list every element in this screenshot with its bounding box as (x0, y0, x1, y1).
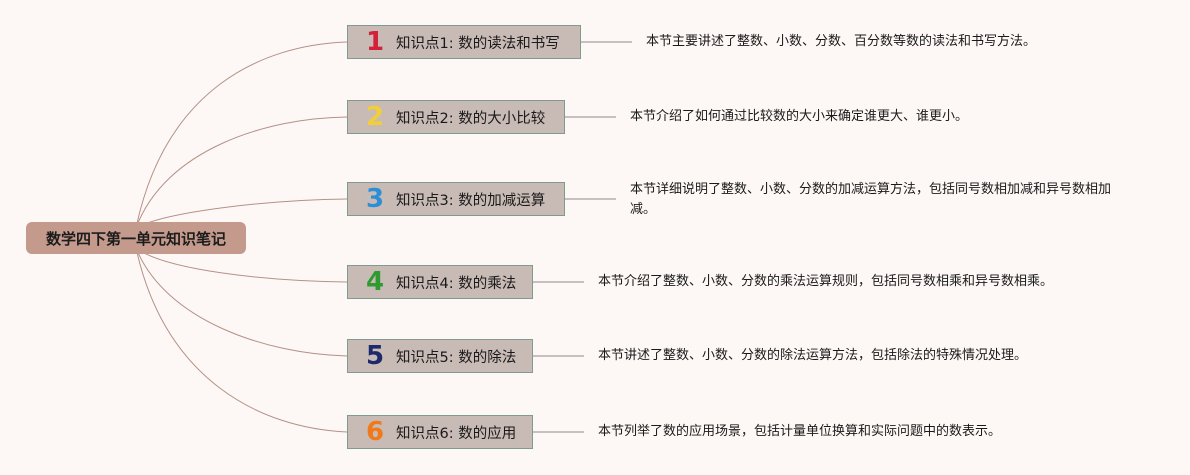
topic-label: 知识点2: 数的大小比较 (396, 110, 546, 127)
root-node[interactable]: 数学四下第一单元知识笔记 (26, 222, 246, 254)
number-4-badge: 4 (365, 267, 385, 297)
topic-label: 知识点5: 数的除法 (396, 349, 517, 366)
topic-node-2[interactable]: 2 知识点2: 数的大小比较 (347, 100, 565, 134)
root-label: 数学四下第一单元知识笔记 (45, 229, 226, 248)
topic-label: 知识点4: 数的乘法 (396, 275, 517, 292)
branch-line-2 (135, 116, 348, 229)
number-1-badge: 1 (365, 27, 385, 57)
topic-node-6[interactable]: 6 知识点6: 数的应用 (347, 415, 533, 449)
topic-description-1: 本节主要讲述了整数、小数、分数、百分数等数的读法和书写方法。 (646, 34, 1037, 49)
branch-line-1 (135, 41, 348, 229)
number-2-badge: 2 (365, 102, 385, 132)
branch-line-6 (135, 247, 348, 433)
topic-description-2: 本节介绍了如何通过比较数的大小来确定谁更大、谁更小。 (630, 109, 969, 124)
topic-description-3: 本节详细说明了整数、小数、分数的加减运算方法，包括同号数相加减和异号数相加减。 (630, 182, 1112, 217)
topic-node-5[interactable]: 5 知识点5: 数的除法 (347, 339, 533, 373)
topic-description-6: 本节列举了数的应用场景，包括计量单位换算和实际问题中的数表示。 (598, 424, 1002, 439)
number-5-badge: 5 (365, 341, 385, 371)
topic-node-3[interactable]: 3 知识点3: 数的加减运算 (347, 182, 565, 216)
branch-line-4 (135, 247, 348, 283)
topic-description-4: 本节介绍了整数、小数、分数的乘法运算规则，包括同号数相乘和异号数相乘。 (598, 274, 1054, 289)
topic-node-1[interactable]: 1 知识点1: 数的读法和书写 (347, 25, 581, 59)
topic-description-5: 本节讲述了整数、小数、分数的除法运算方法，包括除法的特殊情况处理。 (598, 348, 1028, 363)
number-3-badge: 3 (365, 184, 385, 214)
number-6-badge: 6 (365, 417, 385, 447)
topic-label: 知识点6: 数的应用 (396, 425, 517, 442)
topic-label: 知识点1: 数的读法和书写 (396, 35, 560, 52)
branch-line-5 (135, 247, 348, 357)
topic-node-4[interactable]: 4 知识点4: 数的乘法 (347, 265, 533, 299)
topic-label: 知识点3: 数的加减运算 (396, 192, 546, 209)
